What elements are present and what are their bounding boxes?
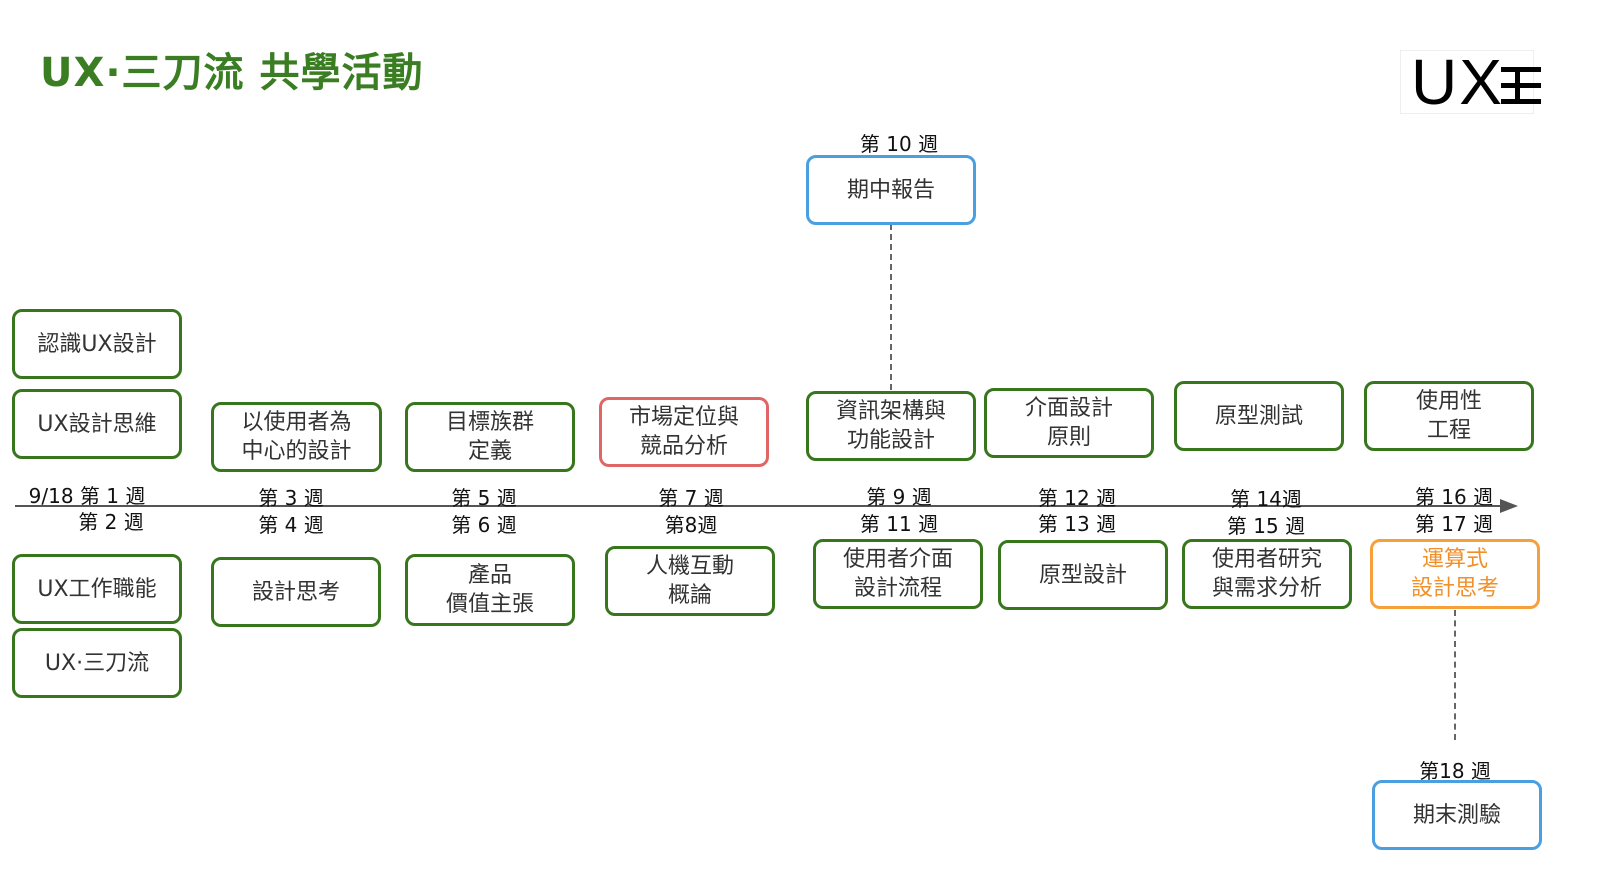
week-label: 第 9 週 — [866, 485, 932, 509]
logo-bars-icon — [1501, 61, 1541, 109]
activity-box: UX·三刀流 — [12, 628, 182, 698]
activity-box: 市場定位與 競品分析 — [599, 397, 769, 467]
timeline-arrow-icon — [1500, 499, 1518, 513]
activity-box: 認識UX設計 — [12, 309, 182, 379]
activity-box: 使用者研究 與需求分析 — [1182, 539, 1352, 609]
week-label: 第 15 週 — [1226, 514, 1306, 538]
final-exam-box: 期末測驗 — [1372, 780, 1542, 850]
activity-box: 運算式 設計思考 — [1370, 539, 1540, 609]
ux-logo: UX — [1400, 46, 1541, 118]
week-label: 第 2 週 — [78, 510, 144, 534]
week-label: 第 16 週 — [1414, 485, 1494, 509]
activity-box: 資訊架構與 功能設計 — [806, 391, 976, 461]
activity-box: 產品 價值主張 — [405, 554, 575, 626]
week-label: 第8週 — [664, 513, 718, 537]
timeline-axis — [15, 505, 1505, 507]
week-label: 第 3 週 — [258, 486, 324, 510]
week-label: 第 13 週 — [1037, 512, 1117, 536]
week-label: 第 11 週 — [859, 512, 939, 536]
week-label: 第 4 週 — [258, 513, 324, 537]
activity-box: 使用性 工程 — [1364, 381, 1534, 451]
activity-box: 原型設計 — [998, 540, 1168, 610]
logo-text: UX — [1411, 46, 1504, 118]
activity-box: 人機互動 概論 — [605, 546, 775, 616]
week-label: 第18 週 — [1419, 759, 1491, 783]
activity-box: 設計思考 — [211, 557, 381, 627]
page-title: UX·三刀流 共學活動 — [40, 50, 424, 96]
activity-box: UX工作職能 — [12, 554, 182, 624]
activity-box: 目標族群 定義 — [405, 402, 575, 472]
week-label: 第 10 週 — [859, 132, 939, 156]
final-connector — [1454, 610, 1456, 740]
week-label: 第 7 週 — [658, 486, 724, 510]
activity-box: 原型測試 — [1174, 381, 1344, 451]
activity-box: UX設計思維 — [12, 389, 182, 459]
week-label: 第 12 週 — [1037, 486, 1117, 510]
week-label: 第 5 週 — [451, 486, 517, 510]
activity-box: 使用者介面 設計流程 — [813, 539, 983, 609]
week-label: 9/18 第 1 週 — [28, 484, 146, 508]
midterm-connector — [890, 224, 892, 390]
activity-box: 介面設計 原則 — [984, 388, 1154, 458]
week-label: 第 17 週 — [1414, 512, 1494, 536]
week-label: 第 6 週 — [451, 513, 517, 537]
midterm-box: 期中報告 — [806, 155, 976, 225]
activity-box: 以使用者為 中心的設計 — [211, 402, 382, 472]
week-label: 第 14週 — [1230, 487, 1302, 511]
